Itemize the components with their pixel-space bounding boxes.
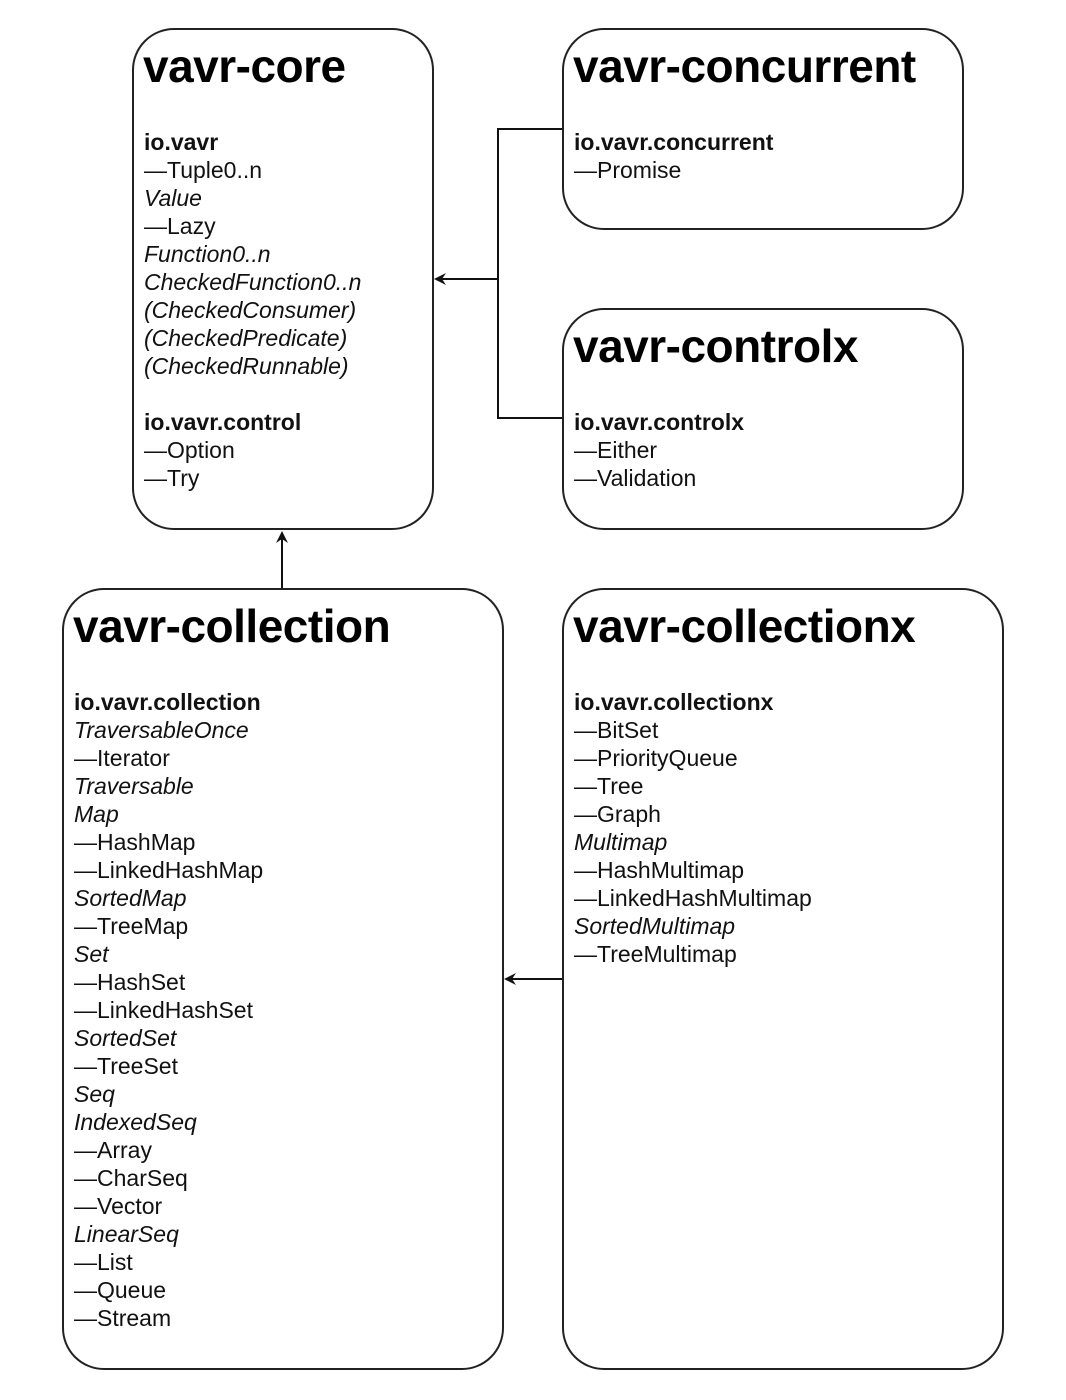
interface-name: SortedMultimap <box>574 913 736 939</box>
spacer <box>144 380 361 408</box>
interface-name: TraversableOnce <box>74 717 249 743</box>
interface-name: SortedMap <box>74 885 187 911</box>
class-name: —TreeSet <box>74 1053 178 1079</box>
class-name: —Queue <box>74 1277 167 1303</box>
module-box-vavr-concurrent <box>562 28 964 230</box>
class-name: —Array <box>74 1137 152 1163</box>
connector-concurrent-to-core <box>497 128 564 419</box>
class-name: —Option <box>144 437 235 463</box>
module-title-vavr-controlx: vavr-controlx <box>573 320 858 372</box>
class-name: —Vector <box>74 1193 163 1219</box>
class-name: —Iterator <box>74 745 170 771</box>
module-contents-vavr-controlx: io.vavr.controlx—Either—Validation <box>574 408 744 492</box>
class-name: —List <box>74 1249 133 1275</box>
class-name: —Stream <box>74 1305 172 1331</box>
package-name: io.vavr <box>144 129 219 155</box>
class-name: —Either <box>574 437 658 463</box>
module-box-vavr-core <box>132 28 434 530</box>
module-box-vavr-controlx <box>562 308 964 530</box>
interface-name: LinearSeq <box>74 1221 179 1247</box>
interface-name: (CheckedPredicate) <box>144 325 348 351</box>
interface-name: SortedSet <box>74 1025 177 1051</box>
module-box-vavr-collection <box>62 588 504 1370</box>
module-title-vavr-concurrent: vavr-concurrent <box>573 40 916 92</box>
class-name: —LinkedHashMultimap <box>574 885 812 911</box>
module-contents-vavr-concurrent: io.vavr.concurrent—Promise <box>574 128 773 184</box>
class-name: —CharSeq <box>74 1165 188 1191</box>
module-box-vavr-collectionx <box>562 588 1004 1370</box>
interface-name: (CheckedRunnable) <box>144 353 349 379</box>
class-name: —TreeMultimap <box>574 941 737 967</box>
class-name: —BitSet <box>574 717 659 743</box>
class-name: —HashMap <box>74 829 196 855</box>
interface-name: Value <box>144 185 202 211</box>
class-name: —Tuple0..n <box>144 157 263 183</box>
module-title-vavr-collectionx: vavr-collectionx <box>573 600 916 652</box>
class-name: —HashMultimap <box>574 857 744 883</box>
interface-name: IndexedSeq <box>74 1109 197 1135</box>
interface-name: Set <box>74 941 109 967</box>
class-name: —Lazy <box>144 213 216 239</box>
class-name: —Promise <box>574 157 682 183</box>
class-name: —HashSet <box>74 969 186 995</box>
package-name: io.vavr.collection <box>74 689 261 715</box>
class-name: —TreeMap <box>74 913 189 939</box>
package-name: io.vavr.control <box>144 409 302 435</box>
interface-name: Map <box>74 801 119 827</box>
interface-name: (CheckedConsumer) <box>144 297 357 323</box>
module-contents-vavr-collectionx: io.vavr.collectionx—BitSet—PriorityQueue… <box>574 688 812 968</box>
class-name: —Tree <box>574 773 644 799</box>
class-name: —PriorityQueue <box>574 745 738 771</box>
module-title-vavr-collection: vavr-collection <box>73 600 391 652</box>
package-name: io.vavr.controlx <box>574 409 745 435</box>
package-name: io.vavr.concurrent <box>574 129 774 155</box>
interface-name: Seq <box>74 1081 115 1107</box>
class-name: —Validation <box>574 465 697 491</box>
package-name: io.vavr.collectionx <box>574 689 774 715</box>
interface-name: Multimap <box>574 829 668 855</box>
class-name: —Try <box>144 465 200 491</box>
class-name: —LinkedHashSet <box>74 997 253 1023</box>
interface-name: CheckedFunction0..n <box>144 269 362 295</box>
module-title-vavr-core: vavr-core <box>143 40 346 92</box>
class-name: —LinkedHashMap <box>74 857 264 883</box>
interface-name: Function0..n <box>144 241 271 267</box>
class-name: —Graph <box>574 801 661 827</box>
interface-name: Traversable <box>74 773 194 799</box>
